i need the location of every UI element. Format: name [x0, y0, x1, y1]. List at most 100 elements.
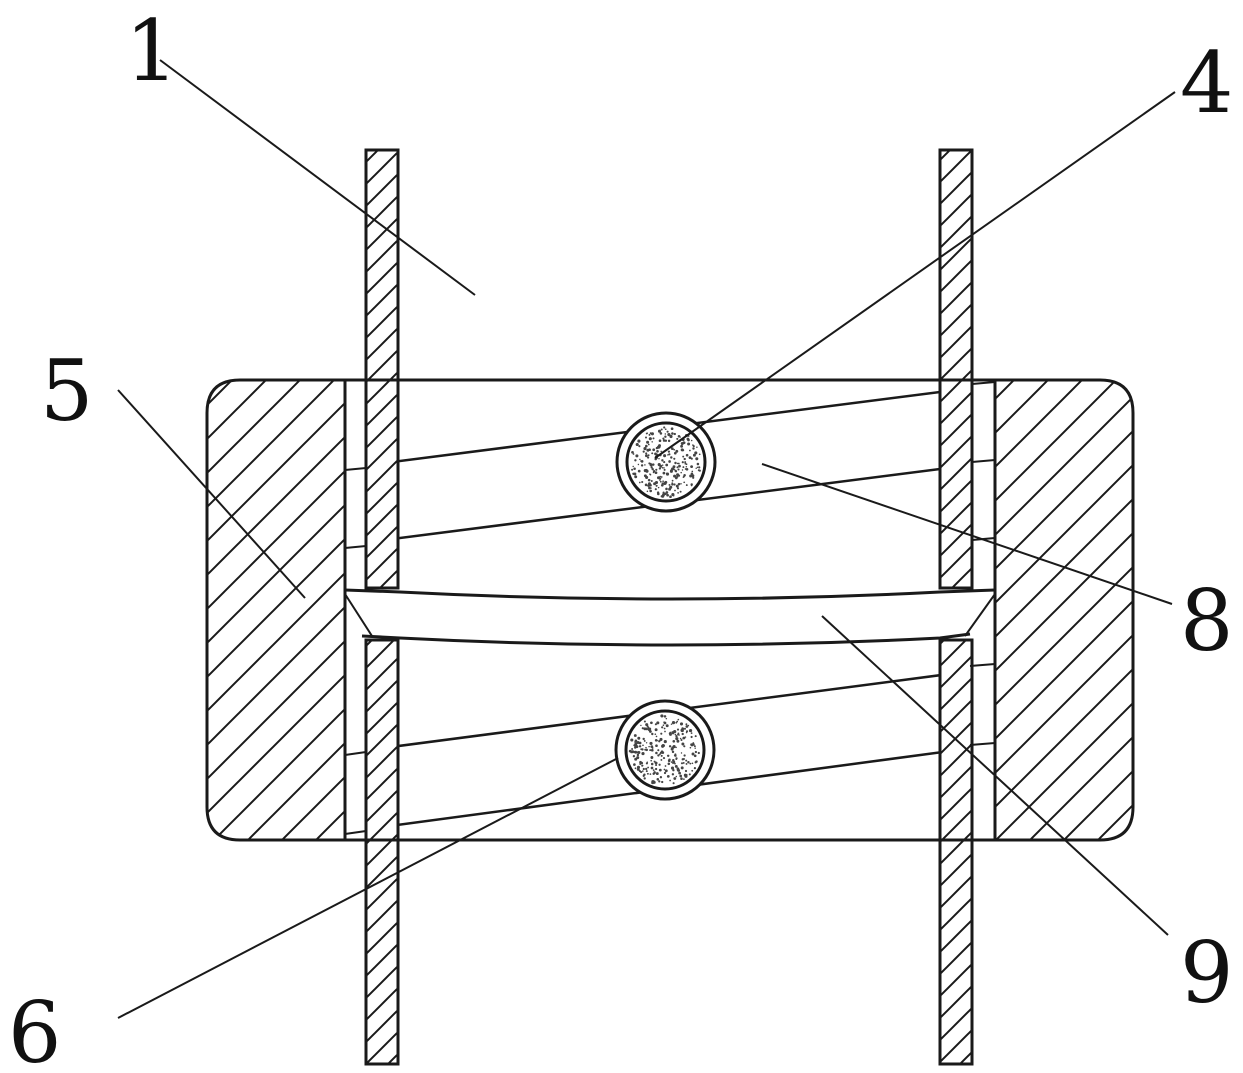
grain-dot — [640, 460, 644, 463]
grain-dot — [664, 435, 667, 438]
grain-dot — [683, 745, 686, 748]
grain-dot — [672, 782, 675, 785]
grain-dot — [663, 454, 667, 458]
grain-dot — [685, 467, 689, 471]
grain-dot — [674, 469, 677, 472]
housing-left-wall — [205, 378, 347, 842]
grain-dot — [652, 437, 655, 440]
grain-dot — [634, 744, 638, 748]
grain-dot — [695, 467, 697, 470]
grain-dot — [663, 768, 666, 771]
grain-dot — [650, 762, 654, 766]
grain-dot — [640, 724, 642, 727]
grain-dot — [682, 761, 685, 764]
grain-dot — [634, 757, 638, 761]
grain-dot — [683, 474, 686, 477]
grain-dot — [649, 773, 652, 775]
middle-plate — [344, 588, 996, 647]
grain-dot — [694, 735, 697, 738]
grain-dot — [687, 724, 690, 727]
grain-dot — [660, 758, 663, 761]
grain-dot — [669, 779, 671, 782]
lower-wire-grain — [628, 714, 700, 785]
grain-dot — [673, 451, 677, 455]
grain-dot — [671, 721, 676, 725]
grain-dot — [657, 463, 661, 467]
grain-dot — [644, 436, 648, 439]
grain-dot — [660, 732, 663, 735]
grain-dot — [634, 459, 637, 462]
grain-dot — [679, 722, 684, 726]
grain-dot — [689, 746, 692, 749]
reference-labels: 1 4 5 6 8 9 — [8, 2, 1233, 1073]
grain-dot — [685, 484, 688, 487]
grain-dot — [655, 468, 658, 471]
grain-dot — [671, 432, 674, 435]
grain-dot — [645, 432, 648, 435]
grain-dot — [633, 763, 636, 766]
grain-dot — [672, 769, 675, 772]
grain-dot — [678, 771, 681, 775]
grain-dot — [675, 746, 677, 749]
grain-dot — [685, 463, 688, 466]
grain-dot — [651, 452, 654, 455]
grain-dot — [684, 461, 687, 464]
grain-dot — [681, 461, 684, 464]
grain-dot — [695, 457, 699, 461]
grain-dot — [669, 434, 673, 439]
grain-dot — [645, 748, 648, 752]
grain-dot — [645, 452, 648, 455]
grain-dot — [660, 476, 663, 478]
grain-dot — [637, 463, 640, 466]
grain-dot — [668, 483, 671, 486]
grain-dot — [645, 475, 649, 479]
left-upper-plate — [364, 148, 400, 590]
grain-dot — [654, 772, 656, 774]
grain-dot — [669, 732, 672, 736]
grain-dot — [645, 767, 648, 771]
upper-winding-left-stub-2 — [344, 545, 367, 549]
leader-9 — [821, 615, 1169, 936]
grain-dot — [671, 479, 674, 482]
grain-dot — [632, 453, 635, 455]
grain-dot — [675, 737, 679, 741]
grain-dot — [657, 429, 662, 433]
grain-dot — [646, 448, 650, 452]
lower-winding-left-stub-1 — [344, 751, 367, 756]
grain-dot — [679, 737, 682, 740]
grain-dot — [666, 430, 669, 433]
grain-dot — [648, 727, 652, 731]
grain-dot — [642, 744, 644, 747]
grain-dot — [652, 471, 655, 474]
grain-dot — [662, 724, 665, 726]
grain-dot — [670, 747, 674, 751]
lower-winding-right-stub-2 — [969, 742, 996, 746]
grain-dot — [661, 726, 664, 729]
grain-dot — [664, 428, 667, 431]
grain-dot — [680, 777, 683, 780]
grain-dot — [681, 742, 685, 746]
grain-dot — [673, 432, 676, 436]
grain-dot — [668, 460, 671, 463]
grain-dot — [659, 737, 663, 741]
leader-6 — [117, 757, 619, 1019]
grain-dot — [685, 453, 689, 457]
grain-dot — [645, 742, 648, 744]
grain-dot — [691, 752, 695, 756]
housing-right-wall — [993, 378, 1135, 842]
grain-dot — [677, 733, 679, 736]
grain-dot — [632, 465, 634, 468]
middle-plate-left-bevel — [344, 593, 373, 637]
grain-dot — [662, 437, 665, 440]
grain-dot — [659, 776, 663, 779]
grain-dot — [663, 715, 667, 718]
grain-dot — [660, 450, 662, 453]
grain-dot — [636, 765, 641, 769]
grain-dot — [650, 721, 653, 725]
label-9: 9 — [1180, 924, 1233, 1022]
grain-dot — [643, 773, 646, 776]
grain-dot — [667, 439, 671, 443]
grain-dot — [661, 780, 664, 784]
grain-dot — [677, 462, 680, 465]
